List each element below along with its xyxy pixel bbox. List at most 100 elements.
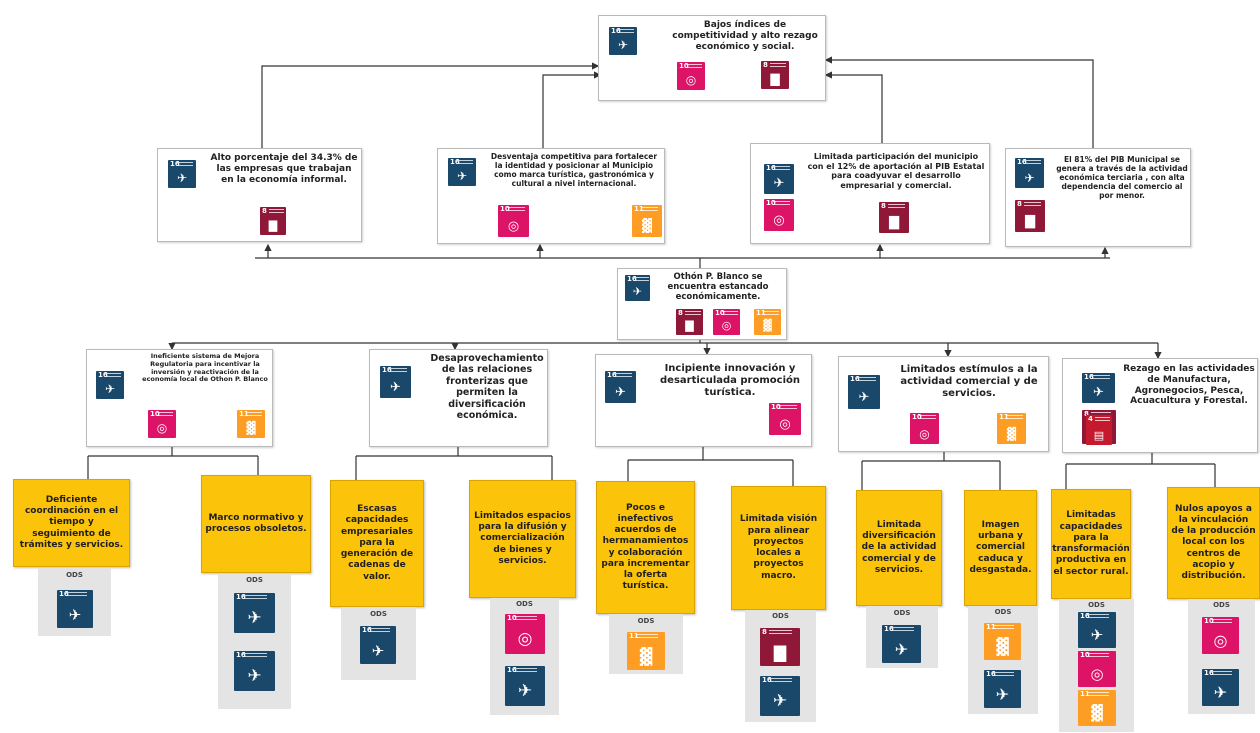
sdg-number: 16 (236, 593, 246, 601)
sdg-16-badge: 16✈ (848, 375, 880, 409)
ods-panel-7: ODS 16✈ (866, 606, 938, 668)
ods-label: ODS (246, 576, 263, 584)
sdg-number: 10 (912, 413, 922, 421)
equality-icon: ◎ (156, 421, 168, 436)
sdg-16-tile: 16✈ (168, 160, 196, 188)
sdg-number: 10 (679, 62, 689, 70)
sdg-16-tile: 16✈ (625, 275, 650, 301)
sdg-16-badge: 16✈ (882, 625, 921, 663)
sdg-16-tile: 16 ✈ (984, 670, 1021, 708)
sdg-number: 16 (59, 590, 69, 598)
equality-icon: ◎ (1090, 664, 1104, 683)
sdg-11-badge: 11▓ (754, 309, 781, 335)
sdg-8-tile: 8▇ (760, 628, 800, 666)
cause-box-5: Pocos e inefectivos acuerdos de hermanam… (596, 481, 695, 614)
sdg-16-tile: 16 ✈ (764, 164, 794, 194)
equality-icon: ◎ (779, 416, 791, 432)
equality-icon: ◎ (685, 73, 697, 88)
sdg-8-tile: 8▇ (761, 61, 789, 89)
ods-panel-4: ODS 10◎ 16✈ (490, 598, 559, 715)
sdg-16-tile: 16✈ (505, 666, 545, 706)
sdg-16-badge: 16✈ (448, 158, 476, 186)
sdg-number: 16 (98, 371, 108, 379)
sdg-number: 16 (1017, 158, 1027, 166)
sdg-number: 10 (1204, 617, 1214, 625)
dove-icon: ✈ (772, 691, 788, 712)
sdg-16-tile: 16✈ (1078, 612, 1116, 648)
sdg-10-tile: 10◎ (769, 403, 801, 435)
sdg-number: 16 (611, 27, 621, 35)
dove-icon: ✈ (1213, 682, 1228, 702)
dove-icon: ✈ (773, 175, 785, 191)
dove-icon: ✈ (1093, 384, 1104, 400)
ods-label: ODS (994, 608, 1012, 616)
effect-text-3: Limitada participación del municipio con… (807, 152, 985, 190)
bar-chart-icon: ▇ (268, 219, 278, 233)
cause-group-box-5: 16 ✈ Rezago en las actividades de Manufac… (1062, 358, 1258, 453)
ods-panel-3: ODS 16✈ (341, 607, 416, 680)
sdg-8-badge: 8▇ (879, 202, 909, 233)
cause-group-text-5: Rezago en las actividades de Manufactura… (1123, 364, 1255, 407)
cause-box-9: Limitadas capacidades para la transforma… (1051, 489, 1131, 599)
equality-icon: ◎ (919, 426, 930, 441)
sdg-11-tile: 11▓ (997, 413, 1026, 444)
sdg-11-badge: 11▓ (627, 632, 665, 670)
bar-chart-icon: ▇ (770, 72, 780, 87)
dove-icon: ✈ (995, 684, 1010, 704)
sdg-11-badge: 11▓ (237, 410, 265, 438)
city-buildings-icon: ▓ (996, 636, 1009, 656)
sdg-16-badge: 16✈ (96, 371, 124, 399)
link-l3-4-causes (1065, 452, 1216, 489)
sdg-10-tile: 10◎ (764, 199, 794, 231)
ods-panel-9: ODS 16✈ 10◎ 11▓ (1059, 599, 1134, 732)
central-problem-box: 16✈ Othón P. Blanco se encuentra estanca… (617, 268, 787, 340)
sdg-16-badge: 16✈ (1015, 158, 1044, 188)
bar-chart-icon: ▇ (1025, 213, 1035, 229)
sdg-number: 10 (1080, 651, 1090, 659)
ods-panel-8: ODS 11▓ 16✈ (968, 606, 1038, 714)
sdg-number: 16 (1204, 669, 1214, 677)
ods-panel-1: ODS 16✈ (38, 568, 111, 636)
sdg-10-badge: 10◎ (505, 614, 545, 654)
link-l1-0-top (261, 62, 600, 148)
equality-icon: ◎ (773, 212, 785, 228)
central-problem-text: Othón P. Blanco se encuentra estancado e… (667, 272, 769, 303)
cause-box-2: Marco normativo y procesos obsoletos. (201, 475, 311, 573)
sdg-8-tile: 8▇ (676, 309, 703, 335)
sdg-16-tile: 16✈ (605, 371, 636, 403)
sdg-number: 16 (986, 670, 996, 678)
sdg-number: 8 (881, 202, 886, 210)
ods-label: ODS (1213, 601, 1230, 609)
sdg-number: 8 (1084, 410, 1089, 418)
sdg-8-badge: 8▇ (1015, 200, 1045, 232)
sdg-8-badge: 8▇ (761, 61, 789, 89)
sdg-11-tile: 11▓ (632, 205, 662, 237)
sdg-number: 4 (1088, 415, 1093, 423)
sdg-11-tile: 11▓ (1078, 690, 1116, 726)
sdg-16-tile: 16✈ (57, 590, 93, 628)
sdg-number: 16 (766, 164, 776, 172)
sdg-10-tile: 10 ◎ (677, 62, 705, 90)
sdg-number: 8 (762, 628, 767, 636)
sdg-number: 16 (1084, 373, 1094, 381)
sdg-16-badge: 16✈ (760, 676, 800, 716)
sdg-16-badge: 16✈ (609, 27, 637, 55)
sdg-10-badge: 10◎ (713, 309, 740, 335)
ods-panel-5: ODS 11▓ (609, 614, 683, 674)
sdg-10-tile: 10◎ (1202, 617, 1239, 654)
dove-icon: ✈ (390, 379, 401, 395)
sdg-number: 11 (629, 632, 639, 640)
sdg-10-badge: 10 ◎ (677, 62, 705, 90)
effect-text-1: Alto porcentaje del 34.3% de las empresa… (210, 153, 358, 185)
equality-icon: ◎ (721, 319, 732, 333)
ods-label: ODS (370, 610, 387, 618)
sdg-10-badge: 10◎ (1202, 617, 1239, 654)
cause-group-text-3: Incipiente innovación y desarticulada pr… (660, 363, 800, 398)
cause-box-6: Limitada visión para alinear proyectos l… (731, 486, 826, 610)
dove-icon: ✈ (371, 641, 385, 660)
sdg-16-badge: 16✈ (505, 666, 545, 706)
sdg-number: 11 (999, 413, 1009, 421)
sdg-number: 16 (762, 676, 772, 684)
sdg-number: 10 (150, 410, 160, 418)
